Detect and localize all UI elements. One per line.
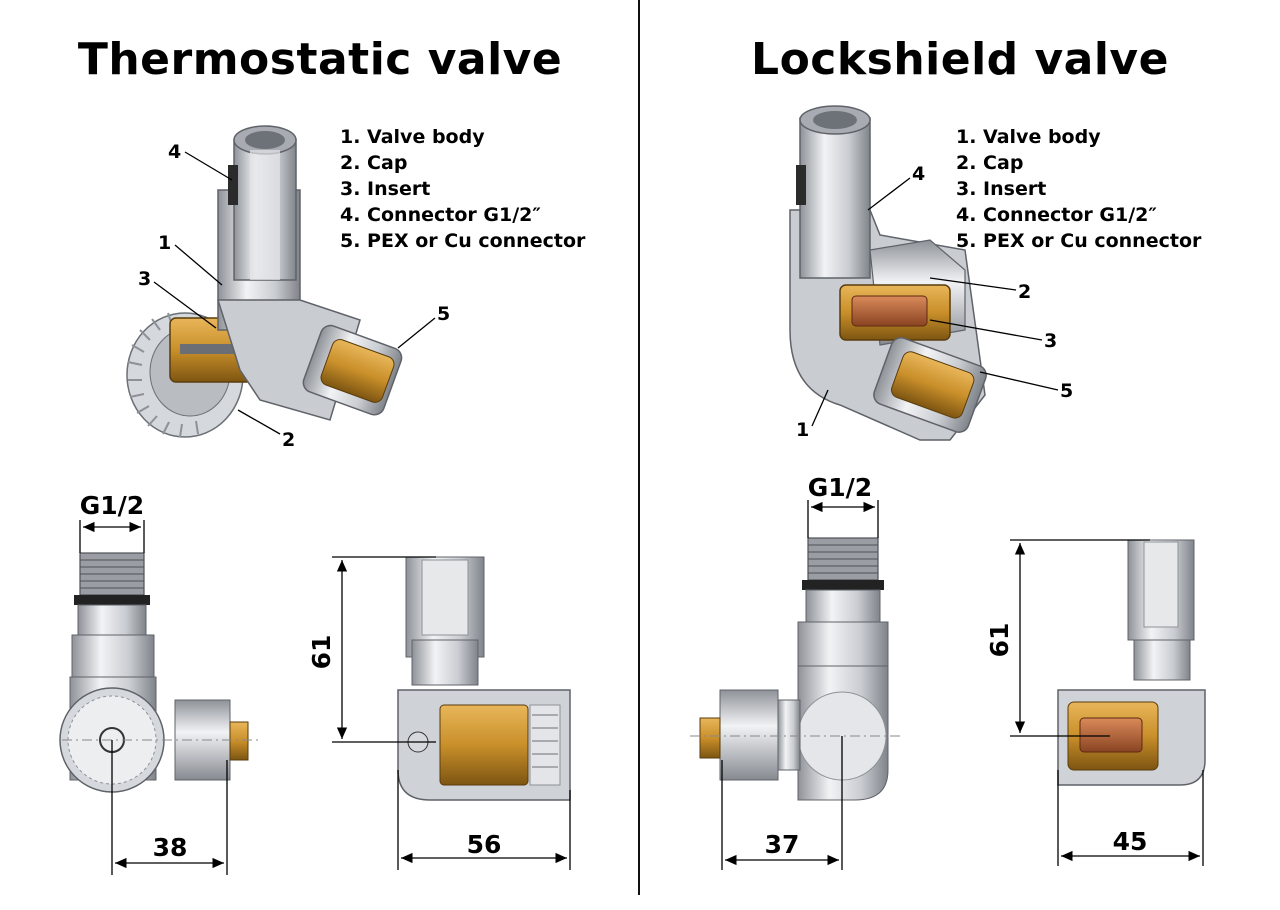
legend-item: 1. Valve body: [956, 126, 1101, 148]
lockshield-callouts: [811, 177, 1059, 427]
lockshield-valve-title: Lockshield valve: [751, 34, 1169, 85]
lockshield-height-dim-61: 61: [985, 623, 1014, 658]
lockshield-connector: [799, 117, 871, 279]
lockshield-callout-4: 4: [912, 163, 925, 185]
thermostatic-width-dim-38: 38: [153, 833, 188, 862]
thermostatic-callout-5: 5: [437, 303, 450, 325]
legend-item: 1. Valve body: [340, 126, 485, 148]
thermostatic-callout-3: 3: [138, 268, 151, 290]
legend-item: 3. Insert: [340, 178, 431, 200]
lockshield-cutaway: [789, 105, 987, 441]
legend-item: 3. Insert: [956, 178, 1047, 200]
thermostatic-front-dims: [79, 520, 228, 875]
thermostatic-callout-4: 4: [168, 141, 181, 163]
lockshield-side-view: [1057, 539, 1206, 786]
thermostatic-side-view: [397, 556, 571, 801]
panel-divider: [638, 0, 640, 895]
thermostatic-thread-dim: G1/2: [80, 491, 144, 520]
lockshield-insert: [851, 295, 928, 327]
lockshield-width-dim-37: 37: [765, 830, 800, 859]
thermostatic-callout-2: 2: [282, 429, 295, 451]
legend-item: 2. Cap: [340, 152, 408, 174]
thermostatic-cutaway: [126, 125, 403, 438]
thermostatic-callouts: [153, 151, 436, 435]
lockshield-callout-3: 3: [1044, 330, 1057, 352]
thermostatic-side-dims: [332, 556, 571, 870]
legend-item: 5. PEX or Cu connector: [956, 230, 1202, 252]
legend-item: 4. Connector G1/2″: [340, 204, 541, 226]
thermostatic-legend: 1. Valve body 2. Cap 3. Insert 4. Connec…: [340, 124, 585, 254]
lockshield-side-dims: [1010, 539, 1204, 866]
thermostatic-callout-1: 1: [158, 232, 171, 254]
lockshield-callout-5: 5: [1060, 380, 1073, 402]
lockshield-front-view: [690, 537, 900, 801]
thermostatic-front-view: [59, 552, 258, 793]
lockshield-callout-1: 1: [796, 419, 809, 441]
thermostatic-height-dim-61: 61: [307, 635, 336, 670]
lockshield-callout-2: 2: [1018, 281, 1031, 303]
legend-item: 5. PEX or Cu connector: [340, 230, 586, 252]
thermostatic-valve-title: Thermostatic valve: [77, 34, 563, 85]
legend-item: 4. Connector G1/2″: [956, 204, 1157, 226]
lockshield-front-dims: [721, 500, 879, 870]
lockshield-thread-dim: G1/2: [808, 473, 872, 502]
legend-item: 2. Cap: [956, 152, 1024, 174]
lockshield-legend: 1. Valve body 2. Cap 3. Insert 4. Connec…: [956, 124, 1201, 254]
lockshield-width-dim-45: 45: [1113, 827, 1148, 856]
thermostatic-width-dim-56: 56: [467, 830, 502, 859]
